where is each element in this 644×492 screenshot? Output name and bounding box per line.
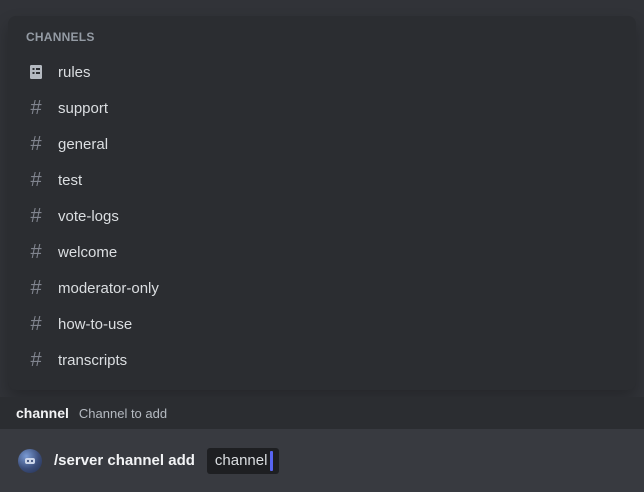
hash-icon: # [26, 278, 46, 298]
hash-icon: # [26, 134, 46, 154]
channel-option[interactable]: # welcome [16, 234, 628, 270]
channel-option[interactable]: # moderator-only [16, 270, 628, 306]
hash-icon: # [26, 206, 46, 226]
channel-option[interactable]: # test [16, 162, 628, 198]
slash-command-text: /server channel add [54, 452, 195, 469]
hash-glyph: # [30, 277, 42, 299]
channel-option-input[interactable]: channel [206, 447, 280, 474]
channel-name: support [58, 99, 109, 117]
channel-name: rules [58, 63, 91, 81]
channel-name: welcome [58, 243, 118, 261]
hash-icon: # [26, 350, 46, 370]
bot-avatar [18, 448, 42, 473]
hash-glyph: # [30, 169, 42, 191]
rules-channel-icon [26, 64, 46, 80]
channel-option[interactable]: # vote-logs [16, 198, 628, 234]
channel-name: test [58, 171, 83, 189]
hash-icon: # [26, 170, 46, 190]
hash-glyph: # [30, 97, 42, 119]
channel-autocomplete-popup: CHANNELS rules # support # [8, 16, 636, 390]
channel-list: rules # support # general # test [8, 52, 636, 386]
option-footer: channel Channel to add [0, 397, 644, 429]
channel-option[interactable]: # support [16, 90, 628, 126]
channel-name: moderator-only [58, 279, 159, 297]
option-param-name: channel [16, 405, 69, 421]
channel-option[interactable]: # how-to-use [16, 306, 628, 342]
autocomplete-header: CHANNELS [26, 30, 95, 44]
hash-icon: # [26, 98, 46, 118]
channel-name: transcripts [58, 351, 128, 369]
channel-name: general [58, 135, 109, 153]
channel-option[interactable]: # transcripts [16, 342, 628, 378]
channel-option[interactable]: rules [16, 54, 628, 90]
channel-name: vote-logs [58, 207, 119, 225]
hash-glyph: # [30, 133, 42, 155]
hash-icon: # [26, 242, 46, 262]
channel-name: how-to-use [58, 315, 133, 333]
hash-glyph: # [30, 241, 42, 263]
hash-glyph: # [30, 313, 42, 335]
text-caret [270, 450, 274, 471]
hash-icon: # [26, 314, 46, 334]
option-input-value: channel [214, 452, 268, 469]
message-input-area[interactable]: /server channel add channel [0, 429, 644, 492]
hash-glyph: # [30, 349, 42, 371]
channel-option[interactable]: # general [16, 126, 628, 162]
hash-glyph: # [30, 205, 42, 227]
option-description: Channel to add [78, 405, 168, 421]
